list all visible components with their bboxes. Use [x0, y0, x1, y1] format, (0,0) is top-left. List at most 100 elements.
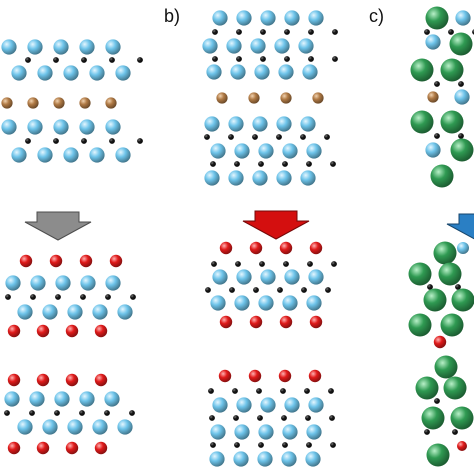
dark-atom — [332, 56, 338, 62]
green-atom — [408, 262, 432, 286]
blue-atom — [63, 147, 79, 163]
blue-atom — [306, 143, 322, 159]
red-atom — [94, 373, 108, 387]
blue-atom — [204, 116, 220, 132]
blue-atom — [53, 119, 69, 135]
dark-atom — [305, 415, 311, 421]
dark-atom — [55, 294, 61, 300]
blue-atom — [117, 304, 133, 320]
blue-atom — [4, 391, 20, 407]
dark-atom — [256, 388, 262, 394]
blue-atom — [228, 170, 244, 186]
brown-atom — [427, 91, 439, 103]
blue-atom — [284, 269, 300, 285]
blue-atom — [67, 304, 83, 320]
blue-atom — [250, 38, 266, 54]
dark-atom — [204, 134, 210, 140]
green-atom — [440, 110, 464, 134]
dark-atom — [284, 29, 290, 35]
blue-atom — [274, 38, 290, 54]
blue-atom — [30, 275, 46, 291]
dark-atom — [304, 388, 310, 394]
green-atom — [410, 110, 434, 134]
green-atom — [410, 58, 434, 82]
dark-atom — [424, 429, 430, 435]
green-atom — [415, 376, 439, 400]
blue-atom — [284, 397, 300, 413]
blue-atom — [260, 10, 276, 26]
red-atom — [249, 315, 263, 329]
dark-atom — [81, 138, 87, 144]
dark-atom — [280, 388, 286, 394]
dark-atom — [260, 56, 266, 62]
dark-atom — [5, 294, 11, 300]
dark-atom — [424, 29, 430, 35]
dark-atom — [276, 134, 282, 140]
blue-atom — [210, 424, 226, 440]
dark-atom — [325, 287, 331, 293]
blue-atom — [42, 304, 58, 320]
blue-atom — [254, 64, 270, 80]
green-atom — [449, 32, 473, 56]
blue-atom — [234, 295, 250, 311]
blue-atom — [92, 304, 108, 320]
dark-atom — [25, 57, 31, 63]
dark-atom — [137, 57, 143, 63]
brown-atom — [105, 97, 117, 109]
blue-atom — [17, 304, 33, 320]
blue-atom — [212, 397, 228, 413]
blue-atom — [115, 147, 131, 163]
arrows-layer — [24, 210, 474, 241]
dark-atom — [208, 388, 214, 394]
blue-atom — [89, 147, 105, 163]
red-atom — [109, 254, 123, 268]
red-atom — [309, 315, 323, 329]
dark-atom — [258, 161, 264, 167]
blue-atom — [252, 116, 268, 132]
dark-atom — [434, 81, 440, 87]
blue-atom — [252, 170, 268, 186]
dark-atom — [53, 138, 59, 144]
blue-atom — [29, 391, 45, 407]
red-atom — [309, 241, 323, 255]
green-atom — [430, 164, 454, 188]
dark-atom — [330, 442, 336, 448]
dark-atom — [229, 287, 235, 293]
dark-atom — [54, 410, 60, 416]
dark-atom — [306, 161, 312, 167]
red-atom — [65, 373, 79, 387]
blue-atom — [79, 119, 95, 135]
blue-atom — [79, 39, 95, 55]
blue-atom — [210, 143, 226, 159]
blue-atom — [1, 39, 17, 55]
blue-atom — [92, 419, 108, 435]
dark-atom — [232, 388, 238, 394]
brown-atom — [79, 97, 91, 109]
blue-atom — [210, 295, 226, 311]
dark-atom — [29, 410, 35, 416]
blue-atom — [281, 451, 297, 467]
dark-atom — [452, 429, 458, 435]
brown-atom — [53, 97, 65, 109]
blue-atom — [27, 39, 43, 55]
dark-atom — [228, 134, 234, 140]
blue-atom — [308, 269, 324, 285]
green-atom — [408, 313, 432, 337]
blue-atom — [258, 143, 274, 159]
red-atom — [79, 254, 93, 268]
red-atom — [219, 241, 233, 255]
blue-atom — [236, 10, 252, 26]
red-atom — [65, 324, 79, 338]
green-atom — [438, 262, 462, 286]
brown-atom — [248, 92, 260, 104]
blue-atom — [258, 295, 274, 311]
blue-atom — [258, 424, 274, 440]
red-atom — [249, 241, 263, 255]
blue-atom — [67, 419, 83, 435]
down-arrow-c — [446, 213, 474, 240]
brown-atom — [216, 92, 228, 104]
green-atom — [450, 138, 474, 162]
blue-atom — [5, 275, 21, 291]
blue-atom — [105, 39, 121, 55]
blue-atom — [79, 391, 95, 407]
